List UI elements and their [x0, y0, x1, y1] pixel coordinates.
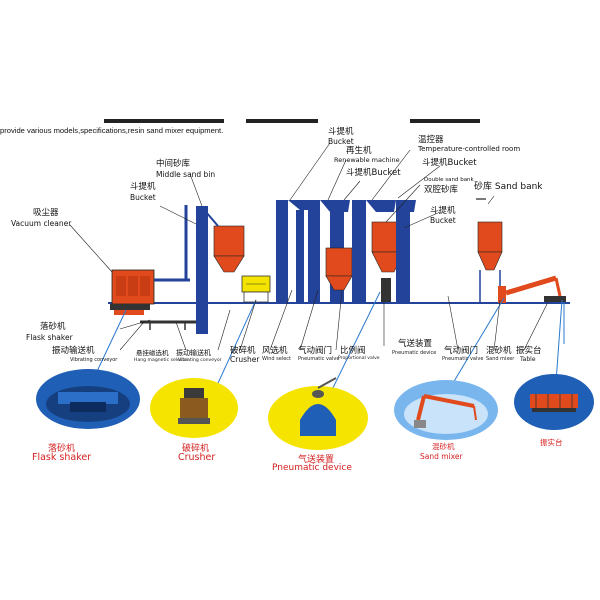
label-vibrating-cn: 振动输送机 — [52, 346, 95, 356]
label-magnetic-cn: 悬挂磁选机 — [136, 349, 169, 357]
label-bucket1-cn: 斗提机 — [130, 182, 156, 192]
table-unit — [544, 296, 566, 302]
label-pdevice-cn: 气送装置 — [398, 339, 433, 349]
caption-mixer-en: Sand mixer — [420, 452, 463, 461]
label-renewable-cn: 再生机 — [346, 146, 372, 156]
label-vibrating2-en: Vibrating conveyor — [178, 358, 222, 363]
header-text: provide various models,specifications,re… — [0, 126, 224, 135]
photo-table — [514, 374, 594, 430]
label-prop-en: Proportional valve — [338, 356, 380, 361]
label-table-cn: 振实台 — [516, 346, 542, 356]
label-pdevice-en: Pneumatic device — [392, 350, 437, 356]
double-sand-bank — [352, 200, 416, 304]
label-vibrating-en: Vibrating conveyor — [70, 357, 118, 363]
sand-bank-unit — [476, 198, 503, 303]
label-pvalve2-en: Pneumatic valve — [442, 356, 484, 362]
label-pvalve-cn: 气动阀门 — [298, 346, 333, 356]
label-mixer-en: Sand mixer — [486, 356, 515, 362]
vibrating-conveyor-unit — [140, 320, 196, 330]
caption-pneumatic-en: Pneumatic device — [272, 463, 352, 473]
label-double-en: Double sand bank — [424, 177, 474, 183]
label-bucket5-cn: 斗提机 — [430, 206, 456, 216]
label-mixer-cn: 混砂机 — [486, 346, 512, 356]
label-prop-cn: 比例阀 — [340, 346, 366, 356]
caption-mixer-cn: 混砂机 — [432, 442, 455, 451]
label-bucket3: 斗提机Bucket — [346, 168, 401, 178]
label-middle-bin-cn: 中间砂库 — [156, 159, 191, 169]
caption-flask-shaker-en: Flask shaker — [32, 452, 92, 463]
label-wind-cn: 风选机 — [262, 346, 288, 356]
label-double-cn: 双腔砂库 — [424, 185, 459, 195]
caption-table-cn: 振实台 — [540, 438, 563, 447]
middle-sand-bin — [196, 206, 245, 334]
label-bucket1-en: Bucket — [130, 193, 156, 202]
caption-pneumatic-cn: 气送装置 — [298, 455, 335, 465]
caption-crusher-cn: 破碎机 — [182, 444, 210, 454]
label-vibrating2-cn: 振动输送机 — [176, 349, 211, 357]
photo-crusher — [150, 378, 238, 438]
crusher-unit — [241, 275, 271, 303]
photo-sand-mixer — [394, 380, 498, 440]
label-middle-bin-en: Middle sand bin — [156, 170, 216, 179]
vacuum-cleaner-unit — [111, 269, 190, 305]
label-pvalve-en: Pneumatic valve — [298, 356, 340, 362]
label-bucket2-en: Bucket — [328, 137, 354, 146]
renewable-columns — [276, 200, 353, 304]
label-crusher-cn: 破碎机 — [230, 346, 256, 356]
label-sand-bank: 砂库 Sand bank — [474, 182, 543, 192]
label-wind-en: Wind select — [262, 356, 292, 362]
photo-pneumatic-device — [268, 377, 368, 450]
label-renewable-en: Renewable machine — [334, 156, 400, 164]
caption-flask-shaker-cn: 落砂机 — [48, 444, 76, 454]
label-magnetic-en: Hang magnetic selector — [134, 358, 189, 363]
label-flask-shaker-en: Flask shaker — [26, 333, 73, 342]
label-pvalve2-cn: 气动阀门 — [444, 346, 479, 356]
header-redaction-bar — [246, 119, 318, 123]
label-vacuum-en: Vacuum cleaner — [11, 219, 72, 228]
label-temp-cn: 温控器 — [418, 135, 444, 145]
flask-shaker-unit — [110, 304, 150, 315]
leader-lines — [69, 142, 549, 351]
label-table-en: Table — [520, 356, 536, 363]
caption-crusher-en: Crusher — [178, 452, 216, 463]
label-bucket5-en: Bucket — [430, 216, 456, 225]
label-temp-en: Temperature-controlled room — [418, 145, 521, 153]
label-bucket2-cn: 斗提机 — [328, 127, 354, 137]
photo-flask-shaker — [36, 369, 140, 429]
label-vacuum-cn: 吸尘器 — [33, 208, 59, 218]
sand-mixer-arm — [498, 275, 562, 303]
header-redaction-bar — [104, 119, 224, 123]
label-flask-shaker-cn: 落砂机 — [40, 322, 66, 332]
label-bucket4: 斗提机Bucket — [422, 158, 477, 168]
label-crusher-en: Crusher — [230, 355, 260, 364]
header-redaction-bar — [410, 119, 480, 123]
